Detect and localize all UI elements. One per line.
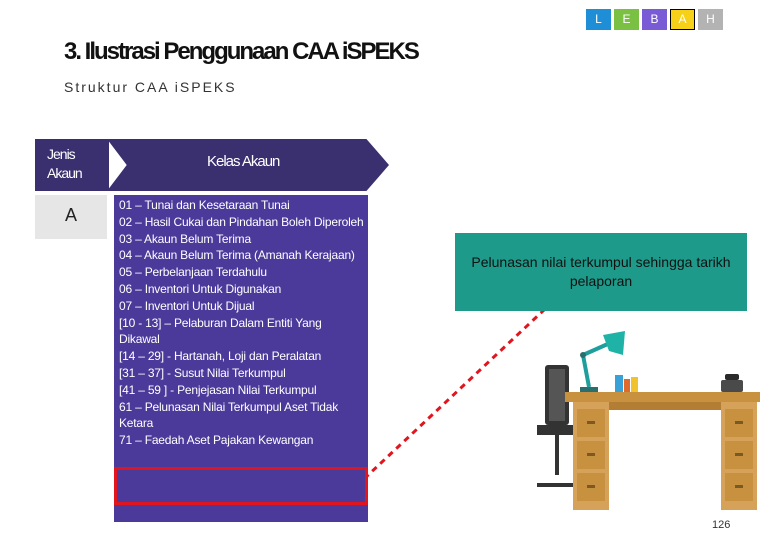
desk-illustration: [537, 331, 760, 510]
kelas-akaun-item: 01 – Tunai dan Kesetaraan Tunai: [119, 198, 290, 212]
tab-a[interactable]: A: [670, 9, 695, 30]
note-box: Pelunasan nilai terkumpul sehingga tarik…: [455, 233, 747, 311]
desk-icon: [565, 392, 760, 510]
kelas-akaun-item: 71 – Faedah Aset Pajakan Kewangan: [119, 433, 314, 448]
tab-b[interactable]: B: [642, 9, 667, 30]
connector-line: [364, 307, 547, 479]
header-arrow-shape: [35, 139, 109, 191]
kelas-akaun-item: [31 – 37] - Susut Nilai Terkumpul: [119, 365, 286, 380]
kelas-akaun-item: 04 – Akaun Belum Terima (Amanah Kerajaan…: [119, 248, 355, 263]
header-jenis-akaun: Jenis Akaun: [35, 139, 109, 191]
kelas-akaun-item: 06 – Inventori Untuk Digunakan: [119, 281, 282, 296]
section-tabs: L E B A H: [586, 9, 723, 30]
kelas-akaun-items: 01 – Tunai dan Kesetaraan Tunai 02 – Hasi…: [119, 197, 365, 449]
books-icon: [615, 375, 638, 392]
jenis-akaun-value: A: [35, 195, 107, 239]
chair-icon: [537, 365, 577, 487]
page-subtitle: Struktur CAA iSPEKS: [64, 79, 237, 95]
kelas-akaun-item: [41 – 59 ] - Penjejasan Nilai Terkumpul: [119, 382, 317, 397]
tab-l[interactable]: L: [586, 9, 611, 30]
highlight-box: [114, 467, 368, 505]
header-kelas-akaun-label: Kelas Akaun: [207, 153, 280, 170]
kelas-akaun-item: [10 - 13] – Pelaburan Dalam Entiti Yang …: [119, 315, 322, 347]
header-jenis-akaun-label: Jenis Akaun: [47, 146, 83, 181]
kelas-akaun-item: [14 – 29] - Hartanah, Loji dan Peralatan: [119, 349, 322, 364]
kelas-akaun-item: 02 – Hasil Cukai dan Pindahan Boleh Dipe…: [119, 214, 364, 229]
page-number: 126: [712, 519, 731, 531]
kelas-akaun-item: 05 – Perbelanjaan Terdahulu: [119, 265, 267, 280]
phone-icon: [721, 374, 743, 392]
note-text: Pelunasan nilai terkumpul sehingga tarik…: [471, 254, 731, 289]
kelas-akaun-item: 03 – Akaun Belum Terima: [119, 231, 251, 246]
header-kelas-akaun: Kelas Akaun: [107, 139, 389, 191]
page-title: 3. Ilustrasi Penggunaan CAA iSPEKS: [64, 38, 420, 65]
tab-e[interactable]: E: [614, 9, 639, 30]
lamp-icon: [580, 331, 625, 392]
kelas-akaun-item: 07 – Inventori Untuk Dijual: [119, 298, 255, 313]
tab-h[interactable]: H: [698, 9, 723, 30]
kelas-akaun-item: 61 – Pelunasan Nilai Terkumpul Aset Tida…: [119, 399, 339, 431]
